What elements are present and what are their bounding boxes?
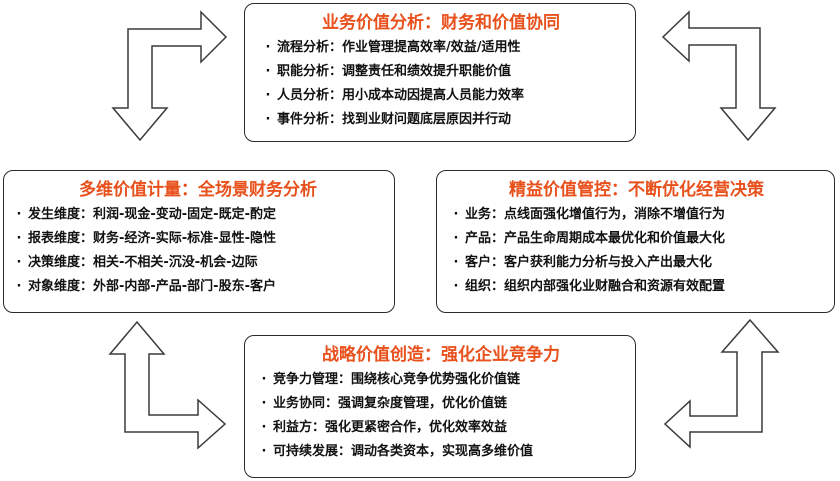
list-item: ·竞争力管理：围绕核心竞争优势强化价值链 (261, 372, 521, 387)
list-item: ·业务：点线面强化增值行为，消除不增值行为 (453, 207, 726, 222)
arrow-left-to-top (111, 10, 228, 142)
box-title: 多维价值计量：全场景财务分析 (79, 180, 317, 200)
arrow-right-to-bottom (663, 318, 780, 449)
item-list: ·流程分析：作业管理提高效率/效益/适用性 ·职能分析：调整责任和绩效提升职能价… (259, 36, 623, 132)
list-item: ·产品：产品生命周期成本最优化和价值最大化 (453, 231, 726, 246)
list-item: ·人员分析：用小成本动因提高人员能力效率 (265, 88, 525, 103)
list-item: ·业务协同：强调复杂度管理，优化价值链 (261, 396, 508, 411)
list-item: ·决策维度：相关-不相关-沉没-机会-边际 (16, 255, 258, 270)
list-item: ·组织：组织内部强化业财融合和资源有效配置 (453, 279, 726, 294)
arrow-bottom-to-left (108, 320, 227, 450)
box-strategic-value-creation: 战略价值创造：强化企业竞争力 ·竞争力管理：围绕核心竞争优势强化价值链 ·业务协… (244, 335, 636, 478)
box-multidimensional-value-measurement: 多维价值计量：全场景财务分析 ·发生维度：利润-现金-变动-固定-既定-酌定 ·… (3, 170, 395, 313)
box-lean-value-control: 精益价值管控：不断优化经营决策 ·业务：点线面强化增值行为，消除不增值行为 ·产… (436, 170, 835, 313)
item-list: ·发生维度：利润-现金-变动-固定-既定-酌定 ·报表维度：财务-经济-实际-标… (10, 203, 386, 299)
list-item: ·对象维度：外部-内部-产品-部门-股东-客户 (16, 279, 276, 294)
box-title: 业务价值分析：财务和价值协同 (322, 13, 560, 33)
list-item: ·可持续发展：调动各类资本，实现高多维价值 (261, 444, 534, 459)
list-item: ·发生维度：利润-现金-变动-固定-既定-酌定 (16, 207, 276, 222)
list-item: ·职能分析：调整责任和绩效提升职能价值 (265, 64, 512, 79)
list-item: ·利益方：强化更紧密合作，优化效率效益 (261, 420, 508, 435)
box-title: 战略价值创造：强化企业竞争力 (322, 345, 560, 365)
arrow-top-to-right (661, 10, 777, 142)
list-item: ·客户：客户获利能力分析与投入产出最大化 (453, 255, 713, 270)
box-title: 精益价值管控：不断优化经营决策 (509, 180, 764, 200)
item-list: ·业务：点线面强化增值行为，消除不增值行为 ·产品：产品生命周期成本最优化和价值… (447, 203, 826, 299)
list-item: ·报表维度：财务-经济-实际-标准-显性-隐性 (16, 231, 276, 246)
list-item: ·事件分析：找到业财问题底层原因并行动 (265, 112, 512, 127)
box-business-value-analysis: 业务价值分析：财务和价值协同 ·流程分析：作业管理提高效率/效益/适用性 ·职能… (244, 3, 636, 142)
item-list: ·竞争力管理：围绕核心竞争优势强化价值链 ·业务协同：强调复杂度管理，优化价值链… (255, 368, 627, 464)
list-item: ·流程分析：作业管理提高效率/效益/适用性 (265, 40, 521, 55)
